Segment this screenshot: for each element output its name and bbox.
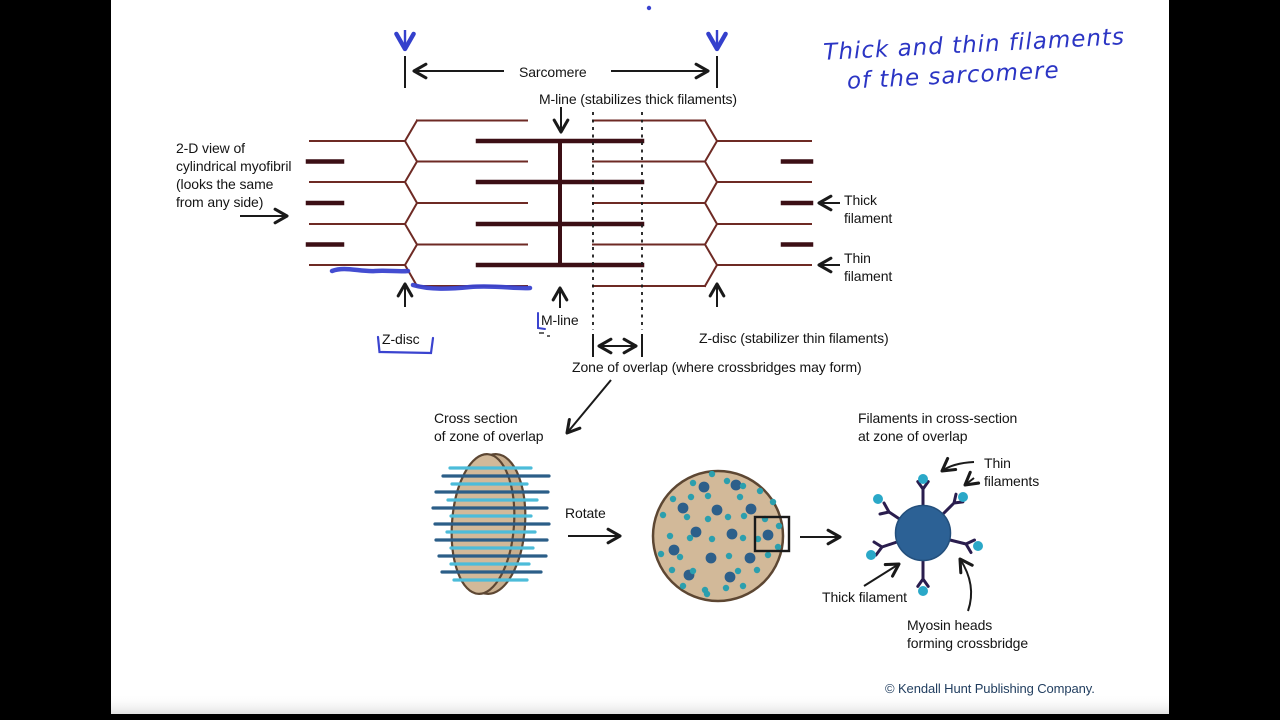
detail-label-arrows [863,456,981,612]
thin-filaments-label: Thin filaments [984,455,1040,489]
zone-overlap-label: Zone of overlap (where crossbridges may … [572,359,862,375]
slide-canvas [111,0,1169,714]
rotate-label: Rotate [565,505,606,521]
stray-dash-marks [539,332,550,337]
bottom-shadow [111,694,1169,714]
myosin-head-stalks [872,480,976,588]
thick-filament-label: Thick filament [844,192,893,226]
thick-filament2-arrow-icon [863,562,901,587]
cross-section-circle [651,469,791,603]
thick-filament-circle [894,504,952,562]
lattice-pointer-arrows [240,194,842,546]
blue-mark-m-line [537,312,546,330]
copyright-label: © Kendall Hunt Publishing Company. [885,681,1095,696]
side-note-label: 2-D view of cylindrical myofibril (looks… [176,140,292,210]
blue-pointer-arrows [394,30,728,52]
m-line-bottom-label: M-line [541,312,579,328]
blue-squiggle-right [410,282,533,291]
myosin-heads-label: Myosin heads forming crossbridge [907,617,1029,651]
zoomed-filament-detail [863,456,983,612]
blue-ink-dot [646,5,652,11]
thin-filaments-arrow1-icon [940,456,975,473]
sarcomere-span-bracket [404,56,718,88]
cross-section-label: Cross section of zone of overlap [434,410,544,444]
thin-filament-lines [309,119,812,288]
myosin-arrow-icon [958,557,974,612]
zone-overlap-measure [592,334,643,357]
filament-dots [657,470,783,598]
thin-filament-dots [866,474,983,596]
blue-ink-marks [329,266,546,355]
blue-squiggle-left [329,266,411,274]
blue-bracket-z-disc [376,335,435,355]
thick-filament-2-label: Thick filament [822,589,907,605]
thin-filament-label: Thin filament [844,250,893,284]
zone-overlap-dashed-lines [592,112,643,330]
z-disc-right-label: Z-disc (stabilizer thin filaments) [699,330,889,346]
highlight-square [753,515,791,553]
m-line-top-label: M-line (stabilizes thick filaments) [539,91,737,107]
sarcomere-label: Sarcomere [519,64,587,80]
cross-section-disc [431,453,551,595]
thin-filaments-arrow2-icon [963,470,981,487]
z-disc-left-label: Z-disc [382,331,420,347]
cross-section-filament-lines [431,466,551,582]
zone-to-cross-section-arrow-icon [565,379,612,435]
filaments-cross-section-label: Filaments in cross-section at zone of ov… [858,410,1018,444]
